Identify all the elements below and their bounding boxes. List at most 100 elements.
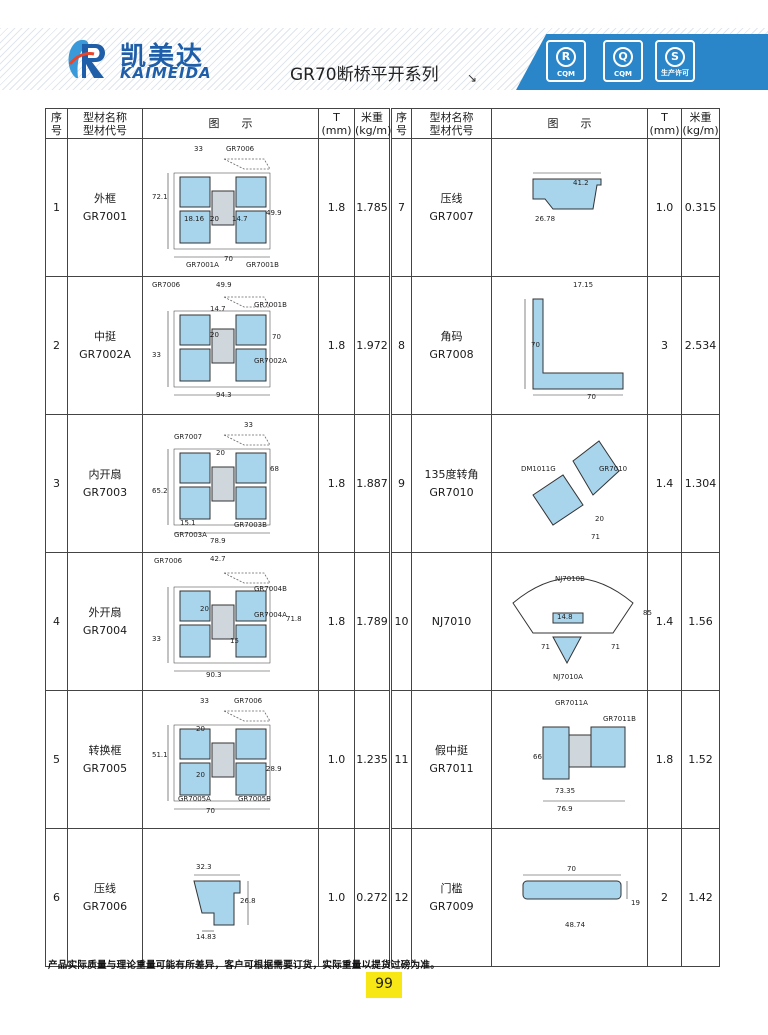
row-number: 6 (45, 828, 68, 967)
profile-spec-table: 序 号 型材名称 型材代号 图 示 T (mm) 米重 (kg/m) 序 号 型… (45, 108, 720, 967)
profile-shape (522, 874, 627, 900)
dimension-label: 20 (196, 771, 205, 779)
row-number: 12 (389, 828, 412, 967)
col-header-no: 序 号 (389, 108, 412, 139)
dimension-label: 71 (541, 643, 550, 651)
weight-value: 1.42 (681, 828, 720, 967)
thickness-value: 1.4 (647, 414, 682, 553)
profile-name: 外开扇 (88, 605, 122, 619)
thickness-value: 1.0 (318, 828, 355, 967)
profile-shape (167, 434, 271, 534)
dimension-label: 26.78 (535, 215, 555, 223)
col-header-name: 型材名称 型材代号 (67, 108, 143, 139)
profile-code: GR7001 (82, 209, 128, 223)
dimension-label: 85 (643, 609, 652, 617)
page-number-box: 99 (366, 972, 402, 998)
profile-shape (167, 572, 271, 672)
dimension-label: 20 (216, 449, 225, 457)
profile-code: GR7007 (429, 209, 474, 223)
thickness-value: 3 (647, 276, 682, 415)
weight-value: 1.972 (354, 276, 391, 415)
dimension-label: 33 (244, 421, 253, 429)
thickness-value: 1.0 (647, 138, 682, 277)
col-header-diagram: 图 示 (142, 108, 319, 139)
row-number: 2 (45, 276, 68, 415)
thickness-value: 1.8 (318, 276, 355, 415)
dimension-label: DM1011G (521, 465, 556, 473)
dimension-label: 33 (200, 697, 209, 705)
dimension-label: 71 (591, 533, 600, 541)
dimension-label: 42.7 (210, 555, 226, 563)
thickness-value: 1.8 (318, 138, 355, 277)
arrow-icon: ↘ (467, 71, 478, 85)
table-header-row: 序 号 型材名称 型材代号 图 示 T (mm) 米重 (kg/m) 序 号 型… (45, 108, 720, 139)
profile-code: GR7002A (79, 347, 131, 361)
weight-value: 2.534 (681, 276, 720, 415)
profile-shape (542, 726, 625, 802)
profile-name: 中挺 (94, 329, 116, 343)
profile-name: 压线 (94, 881, 116, 895)
dimension-label: 15 (230, 637, 239, 645)
series-title: GR70断桥平开系列 (290, 65, 439, 85)
profile-shape (532, 172, 601, 210)
row-number: 1 (45, 138, 68, 277)
dimension-label: 78.9 (210, 537, 226, 545)
dimension-label: 20 (200, 605, 209, 613)
dimension-label: 76.9 (557, 805, 573, 813)
profile-shape (531, 440, 620, 526)
weight-value: 1.56 (681, 552, 720, 691)
profile-name-cell: NJ7010 (411, 552, 492, 691)
profile-code: GR7004 (82, 623, 128, 637)
profile-code: GR7011 (429, 761, 474, 775)
profile-shape (167, 296, 271, 396)
weight-value: 0.272 (354, 828, 391, 967)
dimension-label: 33 (194, 145, 203, 153)
thickness-value: 2 (647, 828, 682, 967)
weight-value: 0.315 (681, 138, 720, 277)
col-header-weight: 米重 (kg/m) (681, 108, 720, 139)
dimension-label: 94.3 (216, 391, 232, 399)
dimension-label: 71 (611, 643, 620, 651)
dimension-label: 73.35 (555, 787, 575, 795)
dimension-label: 33 (152, 351, 161, 359)
dimension-label: 48.74 (565, 921, 586, 929)
row-number: 5 (45, 690, 68, 829)
dimension-label: GR7005A (178, 795, 211, 803)
row-number: 9 (389, 414, 412, 553)
dimension-label: GR7006 (154, 557, 183, 565)
dimension-label: 65.2 (152, 487, 168, 495)
thickness-value: 1.0 (318, 690, 355, 829)
dimension-label: 14.7 (232, 215, 248, 223)
dimension-label: GR7005B (238, 795, 271, 803)
dimension-label: GR7011A (555, 699, 588, 707)
profile-shape (167, 710, 271, 810)
profile-shape (511, 577, 634, 665)
col-header-weight: 米重 (kg/m) (354, 108, 392, 139)
dimension-label: 32.3 (196, 863, 212, 871)
col-header-diagram: 图 示 (491, 108, 648, 139)
dimension-label: 49.9 (216, 281, 232, 289)
thickness-value: 1.8 (318, 414, 355, 553)
dimension-label: 14.7 (210, 305, 226, 313)
dimension-label: 51.1 (152, 751, 168, 759)
thickness-value: 1.8 (647, 690, 682, 829)
col-header-thickness: T (mm) (318, 108, 355, 139)
row-number: 7 (389, 138, 412, 277)
dimension-label: GR7001B (254, 301, 287, 309)
dimension-label: GR7001A (186, 261, 219, 269)
dimension-label: 70 (587, 393, 596, 401)
dimension-label: GR7010 (599, 465, 627, 473)
